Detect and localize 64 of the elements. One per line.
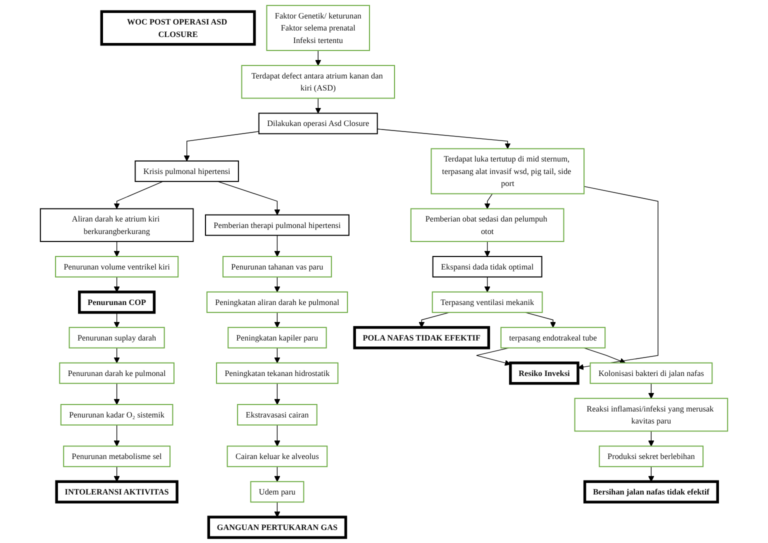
node-box: Kolonisasi bakteri di jalan nafas — [590, 362, 713, 384]
arrow — [484, 276, 490, 292]
arrow — [476, 348, 511, 366]
arrow — [484, 241, 490, 257]
node-box: INTOLERANSI AKTIVITAS — [55, 480, 178, 504]
node-box: Krisis pulmonal hipertensi — [134, 160, 239, 182]
arrow — [274, 276, 280, 292]
arrow — [184, 131, 260, 162]
arrow — [648, 383, 654, 399]
node-box: Cairan keluar ke alveolus — [226, 446, 328, 468]
arrow — [114, 276, 120, 292]
node-box: Penurunan suplay darah — [68, 326, 165, 348]
arrow — [418, 312, 450, 328]
node-box: GANGUAN PERTUKARAN GAS — [207, 516, 348, 539]
arrow — [648, 430, 654, 446]
arrow — [648, 466, 654, 482]
node-box: Peningkatan aliran darah ke pulmonal — [206, 291, 348, 313]
node-box: Penurunan kadar O₂ sistemik — [60, 404, 174, 426]
arrow — [377, 128, 511, 149]
arrow — [315, 50, 322, 66]
node-box: Faktor Genetik/ keturunan Faktor selema prenatal Infeksi tertentu — [266, 4, 370, 51]
node-box: Terpasang ventilasi mekanik — [432, 291, 543, 313]
node-box: Udem paru — [250, 481, 304, 503]
node-box: Penurunan metabolisme sel — [63, 446, 171, 468]
node-box: Produksi sekret berlebihan — [598, 446, 704, 468]
node-box: WOC POST OPERASI ASD CLOSURE — [100, 10, 256, 46]
arrow — [274, 424, 280, 446]
node-box: Pemberian obat sedasi dan pelumpuh otot — [410, 208, 564, 242]
node-box: Dilakukan operasi Asd Closure — [258, 112, 378, 134]
arrow — [274, 383, 280, 405]
arrow — [114, 348, 120, 364]
arrow — [274, 502, 280, 518]
arrow — [484, 193, 493, 210]
node-box: POLA NAFAS TIDAK EFEKTIF — [353, 326, 490, 350]
node-box: Ekstravasasi cairan — [237, 404, 318, 426]
arrow — [114, 466, 120, 482]
node-box: Aliran darah ke atrium kiri berkurangberkurang — [40, 208, 194, 242]
arrow — [114, 181, 164, 210]
arrow — [114, 312, 120, 328]
arrow — [315, 98, 322, 114]
arrow — [114, 383, 120, 405]
arrow — [274, 466, 280, 482]
node-box: terpasang endotrakeal tube — [500, 326, 606, 348]
node-box: Penurunan COP — [78, 290, 156, 314]
node-box: Penurunan darah ke pulmonal — [59, 362, 174, 384]
node-box: Penurunan volume ventrikel kiri — [55, 256, 179, 278]
arrow — [114, 241, 120, 257]
arrow — [217, 181, 280, 216]
node-box: Peningkatan tekanan hidrostatik — [216, 362, 338, 384]
arrow — [584, 348, 626, 364]
node-box: Pemberian therapi pulmonal hipertensi — [204, 214, 350, 236]
arrow — [114, 424, 120, 446]
node-box: Resiko Inveksi — [509, 362, 580, 385]
node-box: Bersihan jalan nafas tidak efektif — [583, 480, 719, 504]
arrow — [274, 348, 280, 364]
node-box: Terdapat defect antara atrium kanan dan kiri (ASD) — [241, 64, 396, 99]
arrow — [274, 235, 280, 257]
node-box: Peningkatan kapiler paru — [228, 326, 327, 348]
node-box: Penurunan tahanan vas paru — [222, 256, 332, 278]
arrow — [578, 186, 658, 370]
arrow — [274, 312, 280, 328]
node-box: Ekspansi dada tidak optimal — [432, 256, 542, 278]
node-box: Reaksi inflamasi/infeksi yang merusak kavitas paru — [574, 398, 728, 432]
node-box: Terdapat luka tertutup di mid sternum, terpasang alat invasif wsd, pig tail, side port — [430, 148, 585, 194]
